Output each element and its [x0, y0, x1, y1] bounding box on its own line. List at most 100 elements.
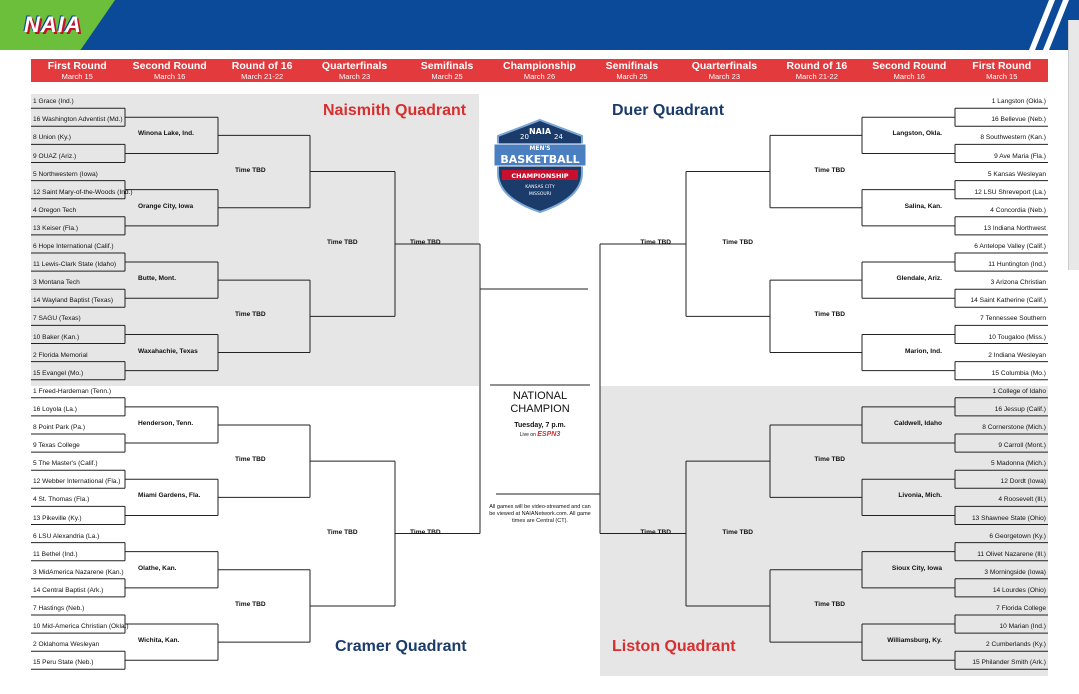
left-time-tbd: Time TBD: [235, 311, 266, 319]
left-team: 3 Montana Tech: [33, 279, 80, 287]
round-date: March 16: [893, 72, 925, 81]
round-label: Second Round: [132, 60, 207, 72]
left-team: 9 OUAZ (Ariz.): [33, 152, 77, 160]
left-team: 6 LSU Alexandria (La.): [33, 532, 100, 540]
round-date: March 21-22: [241, 72, 284, 81]
badge-line3: BASKETBALL: [500, 153, 579, 166]
left-team: 4 Oregon Tech: [33, 206, 77, 214]
right-time-tbd: Time TBD: [814, 166, 845, 174]
left-team: 3 MidAmerica Nazarene (Kan.): [33, 568, 124, 576]
left-site: Olathe, Kan.: [138, 564, 177, 572]
round-date: March 26: [523, 72, 556, 81]
badge-year-left: 20: [520, 133, 529, 141]
left-team: 11 Lewis-Clark State (Idaho): [33, 261, 117, 269]
liston-quadrant-title: Liston Quadrant: [612, 638, 736, 655]
right-team: 3 Arizona Christian: [990, 279, 1046, 287]
left-time-tbd: Time TBD: [410, 528, 441, 536]
left-team: 6 Hope International (Calif.): [33, 243, 114, 250]
right-team: 10 Tougaloo (Miss.): [988, 333, 1046, 341]
right-team: 6 Georgetown (Ky.): [989, 532, 1046, 540]
left-team: 4 St. Thomas (Fla.): [33, 496, 90, 504]
badge-year-right: 24: [554, 133, 563, 141]
right-team: 16 Jessup (Calif.): [994, 405, 1046, 413]
left-site: Winona Lake, Ind.: [138, 130, 194, 138]
left-team: 16 Washington Adventist (Md.): [33, 116, 123, 124]
round-date: March 23: [708, 72, 741, 81]
right-team: 11 Olivet Nazarene (Ill.): [977, 550, 1046, 558]
left-team: 13 Keiser (Fla.): [33, 224, 79, 232]
champion-live: Live on: [519, 432, 536, 438]
naismith-quadrant-title: Naismith Quadrant: [323, 102, 467, 119]
right-time-tbd: Time TBD: [814, 456, 845, 464]
left-team: 1 Grace (Ind.): [33, 98, 74, 106]
right-site: Glendale, Ariz.: [896, 275, 942, 283]
badge-line6: MISSOURI: [529, 191, 551, 197]
right-time-tbd: Time TBD: [640, 528, 671, 536]
right-team: 4 Roosevelt (Ill.): [998, 496, 1046, 504]
scrollbar[interactable]: [1068, 20, 1079, 270]
right-team: 14 Saint Katherine (Calif.): [970, 297, 1047, 305]
left-time-tbd: Time TBD: [327, 238, 358, 246]
badge-line4: CHAMPIONSHIP: [511, 172, 568, 180]
round-label: Round of 16: [786, 60, 848, 72]
left-team: 1 Freed-Hardeman (Tenn.): [33, 387, 112, 395]
round-date: March 21-22: [795, 72, 838, 81]
round-date: March 23: [338, 72, 371, 81]
right-site: Marion, Ind.: [905, 347, 942, 355]
left-site: Orange City, Iowa: [138, 202, 194, 210]
right-site: Langston, Okla.: [892, 130, 942, 138]
left-team: 14 Wayland Baptist (Texas): [33, 297, 114, 305]
champion-time: Tuesday, 7 p.m.: [514, 422, 566, 429]
right-team: 1 Langston (Okla.): [991, 98, 1046, 106]
right-team: 15 Philander Smith (Ark.): [972, 659, 1046, 667]
round-label: Semifinals: [420, 60, 474, 72]
top-banner: NAIA: [0, 0, 1079, 50]
left-team: 9 Texas College: [33, 442, 80, 450]
right-team: 15 Columbia (Mo.): [991, 369, 1046, 377]
national-champion-box: NATIONAL CHAMPION Tuesday, 7 p.m. Live o…: [490, 390, 590, 438]
right-team: 7 Tennessee Southern: [980, 315, 1046, 323]
banner-stripes-icon: [1029, 0, 1069, 50]
right-team: 11 Huntington (Ind.): [988, 261, 1046, 269]
right-team: 2 Cumberlands (Ky.): [986, 641, 1046, 649]
round-date: March 16: [154, 72, 186, 81]
left-team: 2 Florida Memorial: [33, 351, 88, 359]
left-site: Miami Gardens, Fla.: [138, 492, 201, 500]
right-site: Salina, Kan.: [904, 202, 942, 210]
naismith-shade: [31, 94, 479, 386]
right-team: 8 Southwestern (Kan.): [980, 134, 1046, 142]
left-team: 5 Northwestern (Iowa): [33, 170, 98, 178]
left-team: 10 Baker (Kan.): [33, 333, 80, 341]
left-team: 11 Bethel (Ind.): [33, 550, 78, 558]
right-team: 12 Dordt (Iowa): [1000, 478, 1046, 486]
left-team: 12 Webber International (Fla.): [33, 478, 121, 486]
naia-logo: NAIA: [24, 12, 82, 37]
left-site: Wichita, Kan.: [138, 637, 180, 645]
right-time-tbd: Time TBD: [722, 238, 753, 246]
round-label: Quarterfinals: [321, 60, 388, 72]
left-site: Butte, Mont.: [138, 275, 177, 283]
right-team: 6 Antelope Valley (Calif.): [974, 243, 1046, 250]
left-team: 13 Pikeville (Ky.): [33, 514, 82, 522]
right-team: 9 Carroll (Mont.): [998, 442, 1046, 450]
round-date: March 25: [431, 72, 463, 81]
left-team: 12 Saint Mary-of-the-Woods (Ind.): [33, 188, 133, 196]
right-team: 3 Morningside (Iowa): [984, 568, 1046, 576]
right-team: 12 LSU Shreveport (La.): [974, 188, 1046, 196]
left-team: 2 Oklahoma Wesleyan: [33, 641, 100, 649]
right-team: 10 Marian (Ind.): [999, 623, 1046, 631]
round-label: Semifinals: [605, 60, 659, 72]
right-site: Williamsburg, Ky.: [887, 637, 942, 645]
left-time-tbd: Time TBD: [235, 600, 266, 608]
left-site: Waxahachie, Texas: [138, 347, 198, 355]
left-time-tbd: Time TBD: [327, 528, 358, 536]
right-time-tbd: Time TBD: [814, 600, 845, 608]
right-team: 7 Florida College: [996, 605, 1046, 612]
